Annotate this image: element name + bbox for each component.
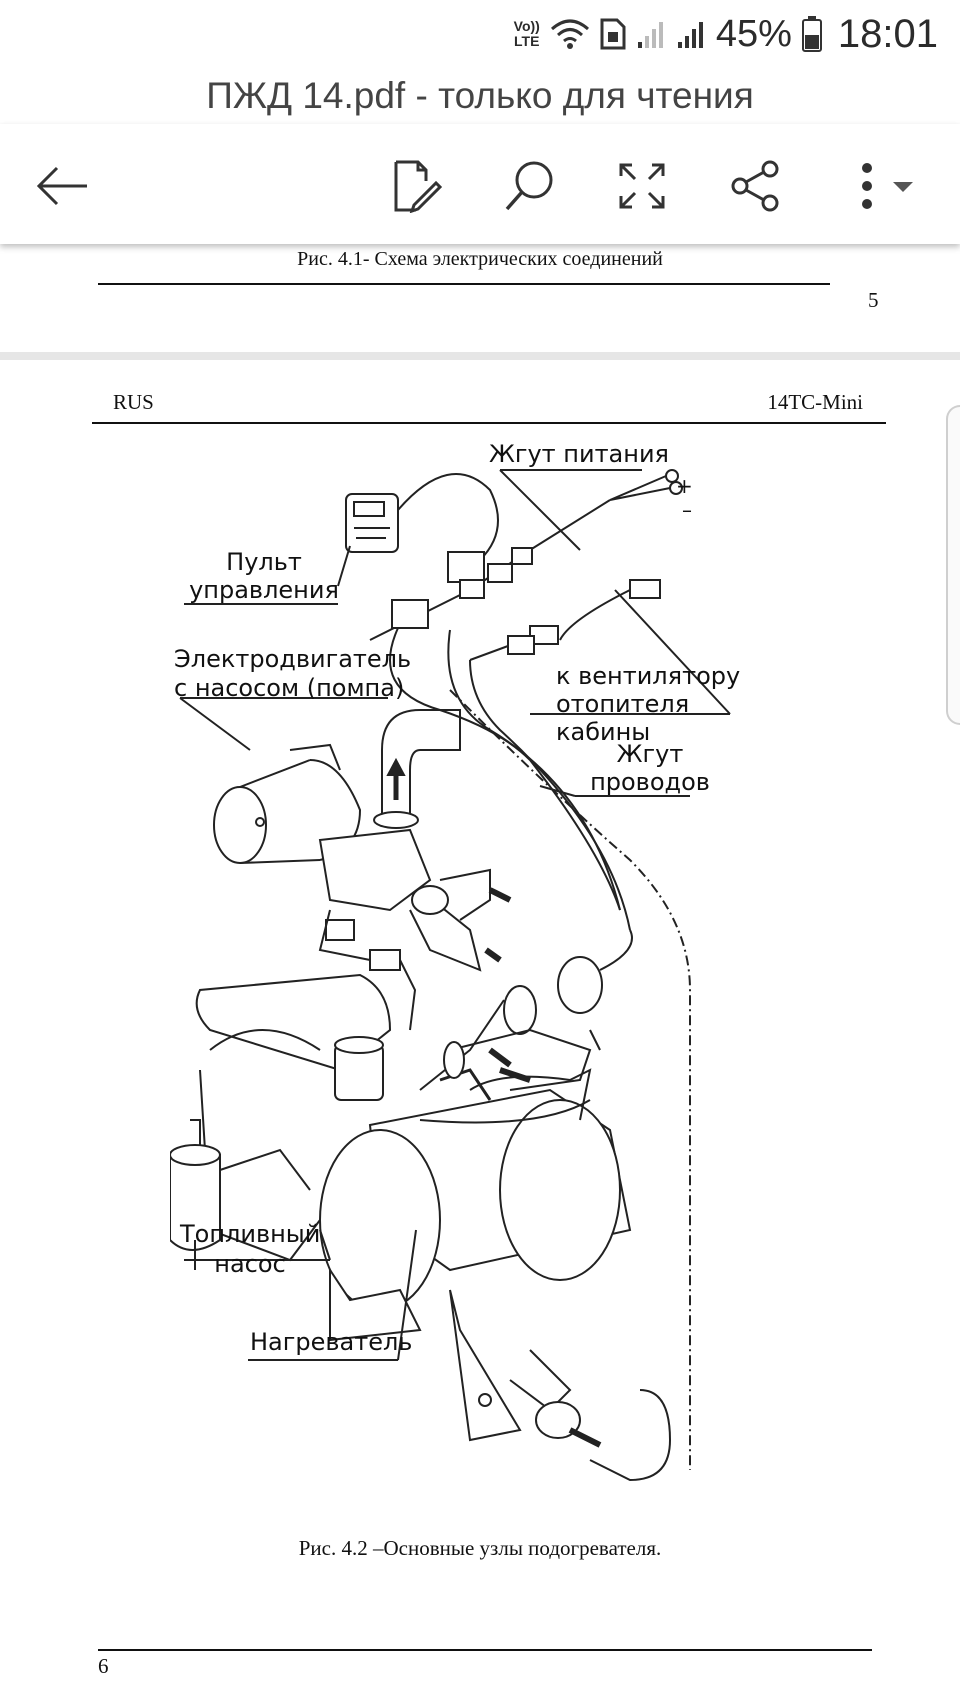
- more-options-button[interactable]: [848, 154, 928, 218]
- header-right: 14TC-Mini: [767, 390, 863, 414]
- figure-caption-4-2: Рис. 4.2 –Основные узлы подогревателя.: [298, 1536, 662, 1560]
- search-button[interactable]: [498, 154, 562, 218]
- label-control-panel-2: управления: [189, 576, 339, 604]
- share-icon: [731, 160, 779, 212]
- more-vert-icon: [862, 163, 913, 209]
- status-bar: Vo)) LTE 45%: [0, 0, 960, 68]
- battery-percent: 45%: [715, 12, 792, 55]
- footer-rule: [98, 283, 830, 285]
- label-wire-harness-1: Жгут: [616, 740, 684, 768]
- battery-icon: [801, 16, 822, 52]
- label-heater: Нагреватель: [250, 1328, 413, 1356]
- arrow-left-icon: [36, 166, 87, 206]
- label-motor-2: с насосом (помпа): [174, 674, 405, 702]
- signal-2-icon: [677, 22, 703, 48]
- label-power-harness: Жгут питания: [489, 440, 669, 468]
- label-control-panel-1: Пульт: [226, 548, 302, 576]
- heater-illustration: [170, 469, 731, 1482]
- share-button[interactable]: [723, 154, 787, 218]
- label-minus: –: [682, 498, 692, 522]
- page-number-5: 5: [868, 288, 879, 312]
- heater-diagram: Жгут питания + – Пульт управления Электр…: [170, 430, 770, 1540]
- label-motor-1: Электродвигатель: [174, 645, 412, 673]
- volte-indicator: Vo)) LTE: [514, 19, 540, 49]
- title-bar: ПЖД 14.pdf - только для чтения: [0, 68, 960, 124]
- clock: 18:01: [837, 11, 938, 56]
- footer-rule-6: [98, 1649, 872, 1651]
- volte-label: Vo)): [513, 18, 540, 34]
- edit-button[interactable]: [385, 154, 449, 218]
- edit-document-icon: [394, 160, 442, 213]
- label-fuel-pump-1: Топливный: [180, 1220, 321, 1248]
- fast-scroll-handle[interactable]: [946, 405, 960, 725]
- label-fuel-pump-2: насос: [214, 1250, 286, 1278]
- fullscreen-button[interactable]: [610, 154, 674, 218]
- label-wire-harness-2: проводов: [590, 768, 710, 796]
- document-title: ПЖД 14.pdf - только для чтения: [206, 75, 754, 116]
- document-viewer[interactable]: Рис. 4.1- Схема электрических соединений…: [0, 244, 960, 1707]
- page-number-6: 6: [98, 1654, 109, 1678]
- header-left: RUS: [113, 390, 154, 414]
- fullscreen-icon: [619, 163, 665, 209]
- search-icon: [505, 161, 553, 211]
- sim-card-icon: [600, 18, 626, 50]
- wifi-icon: [550, 19, 589, 49]
- back-button[interactable]: [30, 154, 94, 218]
- label-plus: +: [676, 474, 693, 498]
- page-separator: [0, 352, 960, 360]
- header-rule: [92, 422, 886, 424]
- lte-label: LTE: [514, 33, 540, 49]
- label-fan-2: отопителя кабины: [556, 690, 690, 746]
- label-fan-1: к вентилятору: [556, 662, 741, 690]
- toolbar: [0, 124, 960, 244]
- signal-1-icon: [637, 22, 663, 48]
- figure-caption-4-1: Рис. 4.1- Схема электрических соединений: [297, 248, 663, 270]
